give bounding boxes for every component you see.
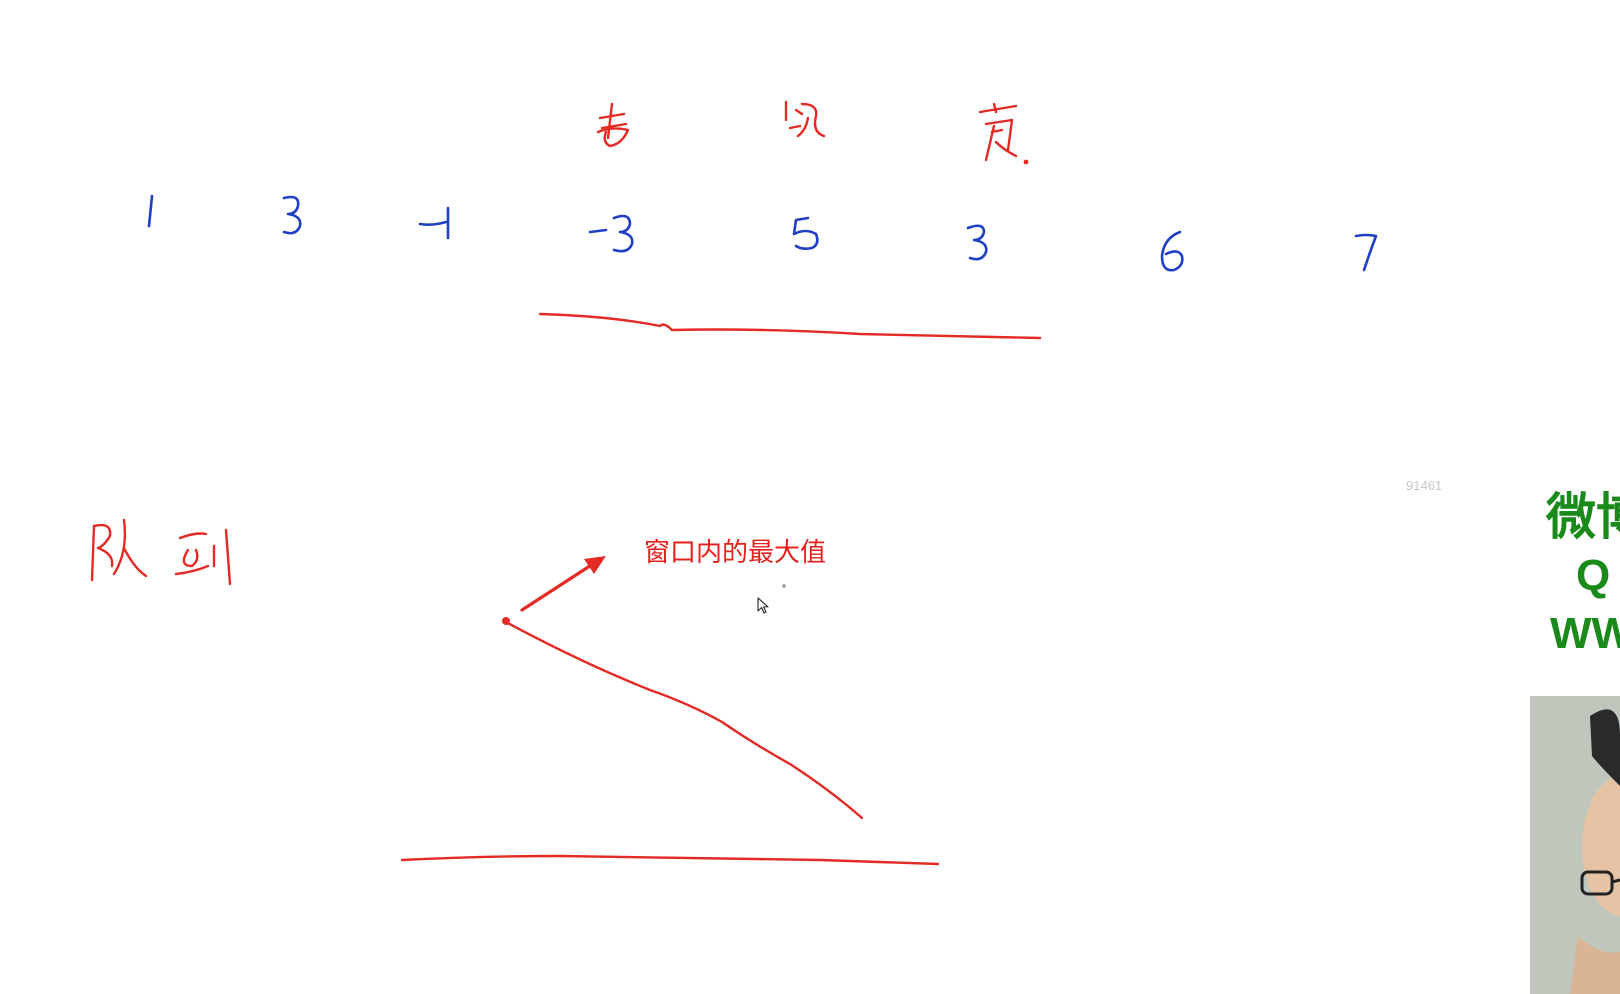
presenter-webcam-overlay [1530, 696, 1620, 994]
sequence-number-neg3 [588, 214, 634, 253]
deque-descending-line [504, 620, 864, 820]
channel-watermark: 微博 Q WW [1546, 488, 1620, 662]
deque-baseline [400, 854, 940, 866]
sequence-number-5 [792, 216, 819, 250]
arrow-cursor-icon [757, 597, 769, 614]
sequence-number-1 [147, 194, 154, 228]
pointer-arrow [520, 556, 606, 612]
presenter-webcam-icon [1530, 696, 1620, 994]
queue-label [90, 518, 232, 586]
window-underline [538, 312, 1042, 340]
sequence-number-6 [1160, 230, 1184, 272]
frame-counter: 91461 [1406, 478, 1443, 493]
sequence-number-3b [966, 224, 988, 261]
window-label-head [596, 102, 630, 148]
window-label-tail [978, 102, 1029, 165]
watermark-line-2: Q [1576, 551, 1611, 600]
sequence-number-3 [282, 195, 302, 235]
window-label-middle [784, 100, 826, 138]
stray-dot [782, 584, 786, 588]
sequence-number-7 [1354, 233, 1378, 272]
watermark-line-3: WW [1550, 609, 1620, 658]
sequence-number-neg1 [418, 206, 450, 240]
window-max-note: 窗口内的最大值 [644, 538, 827, 568]
watermark-line-1: 微博 [1546, 489, 1620, 545]
